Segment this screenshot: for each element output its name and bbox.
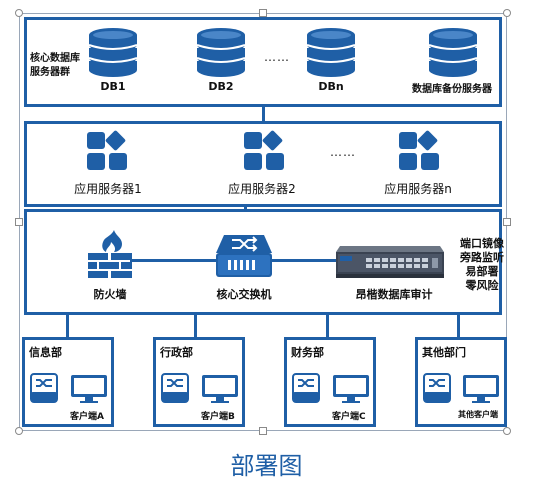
db-ellipsis: …… [264,50,290,64]
monitor-icon [463,375,499,403]
connector-core-dept-1 [66,315,69,338]
firewall-label: 防火墙 [93,288,127,301]
db-group-label-line1: 核心数据库 [30,53,80,64]
db1-label: DB1 [100,80,126,93]
app-server-icon [244,130,284,170]
monitor-icon [202,375,238,403]
note-easy-deploy: 易部署 [465,265,499,278]
resize-handle-ml[interactable] [15,218,23,226]
switch-icon [30,373,58,403]
resize-handle-tr[interactable] [503,9,511,17]
department-title: 其他部门 [422,346,466,359]
core-switch-label: 核心交换机 [216,288,272,301]
database-icon [428,28,478,77]
resize-handle-br[interactable] [503,427,511,435]
monitor-icon [333,375,369,403]
diagram-caption: 部署图 [230,452,303,480]
connector-core-dept-3 [326,315,329,338]
switch-icon [423,373,451,403]
department-title: 行政部 [160,346,193,359]
db-group-label-line2: 服务器群 [30,67,70,78]
app-server-2-label: 应用服务器2 [228,182,296,196]
database-icon [88,28,138,77]
app-server-icon [87,130,127,170]
database-icon [306,28,356,77]
note-port-mirroring: 端口镜像 [460,237,504,250]
app-server-1-label: 应用服务器1 [74,182,142,196]
client-label: 其他客户端 [458,410,498,419]
client-label: 客户端C [332,412,366,422]
backup-server-label: 数据库备份服务器 [412,84,492,95]
app-ellipsis: …… [330,145,356,159]
connector-core-dept-2 [194,315,197,338]
dbn-label: DBn [318,80,344,93]
database-icon [196,28,246,77]
client-label: 客户端B [201,412,235,422]
resize-handle-mr[interactable] [503,218,511,226]
resize-handle-bl[interactable] [15,427,23,435]
firewall-icon [88,230,132,278]
note-bypass-listening: 旁路监听 [460,251,504,264]
client-label: 客户端A [70,412,104,422]
audit-feature-note: 端口镜像 旁路监听 易部署 零风险 [452,237,512,293]
app-server-icon [399,130,439,170]
audit-appliance-icon [336,246,444,278]
core-switch-icon [216,235,272,277]
resize-handle-tl[interactable] [15,9,23,17]
monitor-icon [71,375,107,403]
resize-handle-tm[interactable] [259,9,267,17]
note-zero-risk: 零风险 [465,279,499,292]
department-title: 财务部 [291,346,324,359]
db2-label: DB2 [208,80,234,93]
department-title: 信息部 [29,346,62,359]
connector-core-dept-4 [457,315,460,338]
connector-db-app [262,104,265,124]
app-server-n-label: 应用服务器n [384,182,452,196]
resize-handle-bm[interactable] [259,427,267,435]
switch-icon [292,373,320,403]
switch-icon [161,373,189,403]
audit-label: 昂楷数据库审计 [355,288,433,301]
